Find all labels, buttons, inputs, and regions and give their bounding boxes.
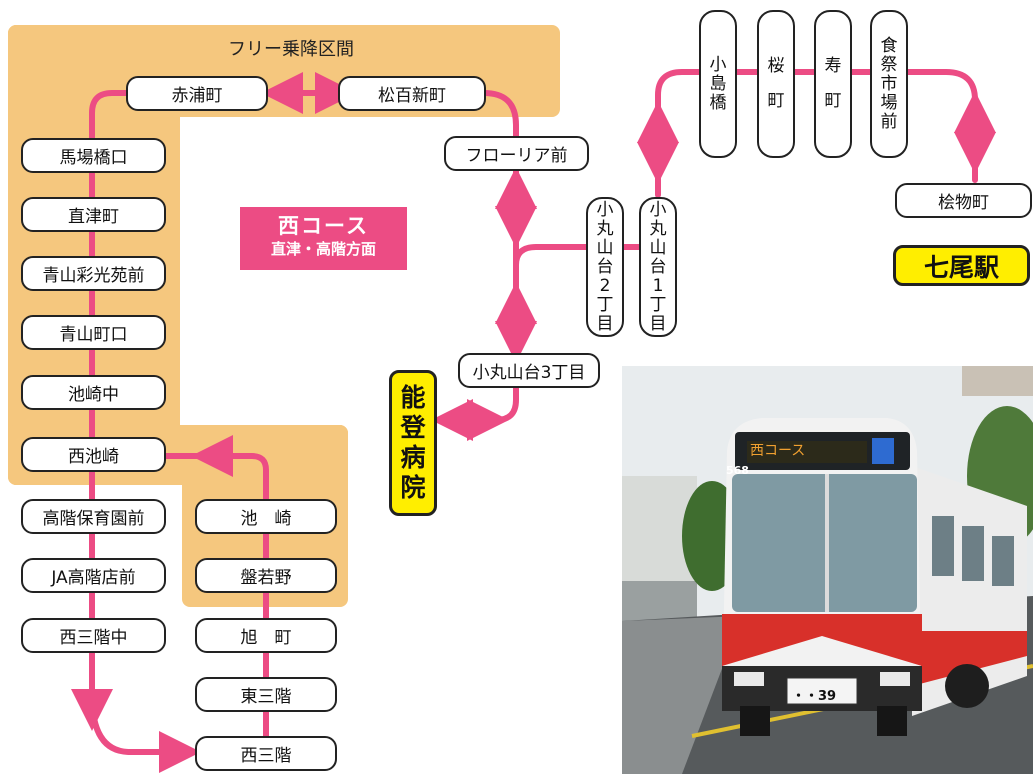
bus-number: 568 <box>726 464 749 477</box>
terminal-noto-hospital[interactable]: 能登病院 <box>389 370 437 516</box>
stop-kojimahashi[interactable]: 小島橋 <box>699 10 737 158</box>
stop-naotsumachi[interactable]: 直津町 <box>21 197 166 232</box>
free-zone-label: フリー乗降区間 <box>228 39 354 60</box>
stop-shokusai-ichiba-mae[interactable]: 食祭市場前 <box>870 10 908 158</box>
stop-komaruyama-3chome[interactable]: 小丸山台3丁目 <box>458 353 600 388</box>
bus-photo: 568 西コース ・・39 <box>622 366 1033 774</box>
stop-babahashiguchi[interactable]: 馬場橋口 <box>21 138 166 173</box>
stop-sakuramachi[interactable]: 桜町 <box>757 10 795 158</box>
stop-floria-mae[interactable]: フローリア前 <box>444 136 589 171</box>
stop-akauracho[interactable]: 赤浦町 <box>126 76 268 111</box>
bus-plate: ・・39 <box>792 689 837 704</box>
stop-banjano[interactable]: 盤若野 <box>195 558 337 593</box>
stop-ja-takashina-mae[interactable]: JA高階店前 <box>21 558 166 593</box>
stop-kaimonocho[interactable]: 桧物町 <box>895 183 1032 218</box>
stop-higashisangai[interactable]: 東三階 <box>195 677 337 712</box>
course-subtitle: 直津・高階方面 <box>270 240 376 258</box>
stop-asahimachi[interactable]: 旭 町 <box>195 618 337 653</box>
stop-nishiikezaki[interactable]: 西池崎 <box>21 437 166 472</box>
terminal-nanao-station[interactable]: 七尾駅 <box>893 245 1030 286</box>
stop-nishisangai[interactable]: 西三階 <box>195 736 337 771</box>
stop-nishisangainaka[interactable]: 西三階中 <box>21 618 166 653</box>
course-badge: 西コース 直津・高階方面 <box>240 207 407 270</box>
stop-aoyamachoguchi[interactable]: 青山町口 <box>21 315 166 350</box>
stop-aoyama-saikoen-mae[interactable]: 青山彩光苑前 <box>21 256 166 291</box>
stop-ikezakinaka[interactable]: 池崎中 <box>21 375 166 410</box>
stop-takashina-hoikuen-mae[interactable]: 高階保育園前 <box>21 499 166 534</box>
stop-ikezaki[interactable]: 池 崎 <box>195 499 337 534</box>
bus-destination-sign: 西コース <box>750 443 806 459</box>
stop-matsuhyakushinmachi[interactable]: 松百新町 <box>338 76 486 111</box>
course-title: 西コース <box>278 214 369 238</box>
stop-kotobukimachi[interactable]: 寿町 <box>814 10 852 158</box>
